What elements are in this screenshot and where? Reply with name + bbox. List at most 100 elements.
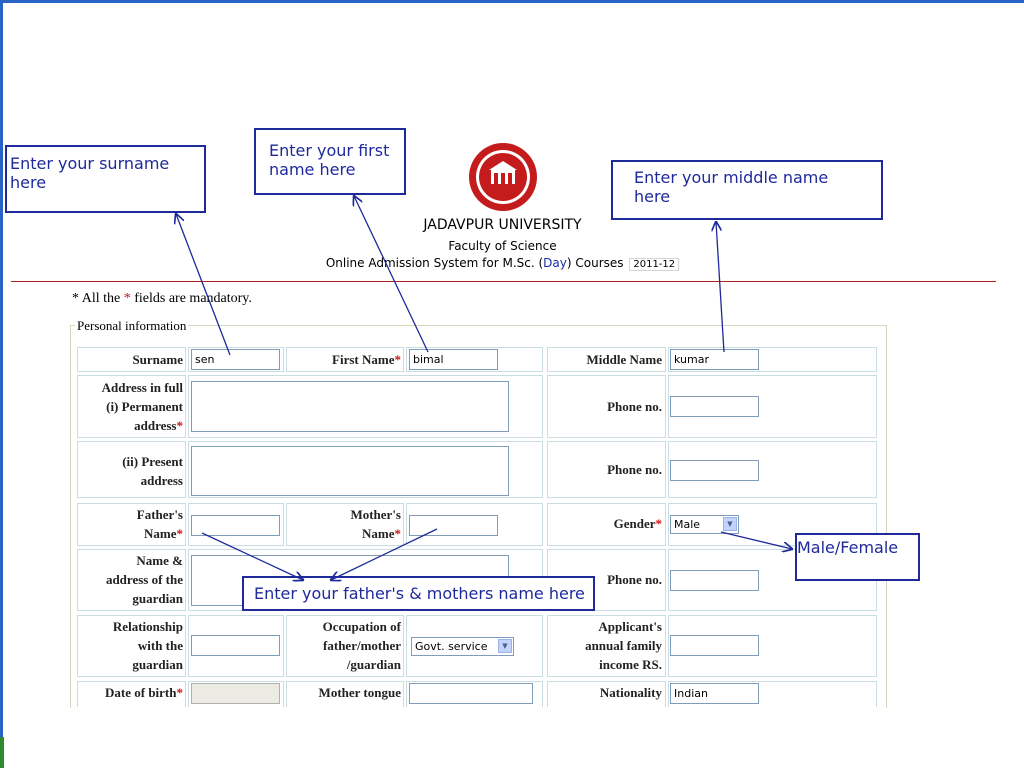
gender-select[interactable]: Male ▼: [670, 515, 739, 534]
phone-label-2: Phone no.: [607, 462, 662, 477]
nationality-label: Nationality: [599, 685, 662, 700]
surname-label: Surname: [132, 352, 183, 367]
present-address-label-cell: [77, 441, 186, 498]
relationship-label-line3: guardian: [132, 657, 183, 672]
permanent-address-label-line2: (i) Permanent: [106, 399, 183, 414]
father-name-required-star: *: [176, 526, 184, 541]
income-label-line2: annual family: [585, 638, 662, 653]
middle-name-callout: Enter your middle name here: [611, 160, 883, 220]
mother-tongue-label: Mother tongue: [318, 685, 401, 700]
first-name-label: First Name*: [289, 350, 401, 369]
gender-label-text: Gender: [613, 516, 656, 531]
mandatory-star: *: [123, 291, 131, 306]
dob-label-text: Date of birth: [105, 685, 177, 700]
relationship-label-line2: with the: [137, 638, 183, 653]
chevron-down-icon[interactable]: ▼: [723, 517, 737, 531]
dob-input[interactable]: [191, 683, 280, 704]
chevron-down-icon[interactable]: ▼: [498, 639, 512, 653]
father-name-label: Father's Name*: [80, 505, 183, 543]
mother-name-label-line1: Mother's: [350, 507, 401, 522]
phone-label-cell-2: [547, 441, 666, 498]
parents-name-callout: Enter your father's & mothers name here: [242, 576, 595, 611]
phone-label-1: Phone no.: [607, 399, 662, 414]
guardian-label-cell: [77, 549, 186, 611]
occupation-label: Occupation of father/mother /guardian: [289, 617, 401, 674]
first-name-callout: Enter your first name here: [254, 128, 406, 195]
income-label-cell: [547, 615, 666, 677]
nationality-input[interactable]: [670, 683, 759, 704]
phone-label-3: Phone no.: [607, 572, 662, 587]
system-title: Online Admission System for M.Sc. (Day) …: [250, 256, 755, 271]
gender-callout: Male/Female: [795, 533, 920, 581]
faculty-name: Faculty of Science: [448, 239, 557, 253]
income-input[interactable]: [670, 635, 759, 656]
guardian-label-line1: Name &: [136, 553, 183, 568]
income-label-line3: income RS.: [599, 657, 662, 672]
taskbar-fragment: [0, 737, 4, 768]
permanent-address-label-line1: Address in full: [101, 380, 183, 395]
guardian-label-line3: guardian: [132, 591, 183, 606]
present-address-label: (ii) Present address: [80, 452, 183, 490]
first-name-input[interactable]: [409, 349, 498, 370]
university-name: JADAVPUR UNIVERSITY: [423, 217, 582, 233]
present-address-label-line1: (ii) Present: [122, 454, 183, 469]
occupation-label-line3: /guardian: [346, 657, 401, 672]
permanent-address-label: Address in full (i) Permanent address*: [80, 378, 183, 435]
guardian-label: Name & address of the guardian: [80, 551, 183, 608]
middle-name-input[interactable]: [670, 349, 759, 370]
permanent-address-required-star: *: [176, 418, 184, 433]
gender-label-cell: [547, 503, 666, 546]
phone-label-cell-1: [547, 375, 666, 438]
guardian-phone-input[interactable]: [670, 570, 759, 591]
mother-tongue-label-cell: [286, 681, 404, 707]
dob-required-star: *: [176, 685, 184, 700]
middle-name-label-cell: [547, 347, 666, 372]
surname-input[interactable]: [191, 349, 280, 370]
father-name-label-cell: [77, 503, 186, 546]
nationality-label-cell: [547, 681, 666, 707]
university-seal-icon: [469, 143, 537, 211]
present-phone-input[interactable]: [670, 460, 759, 481]
gender-selected-value: Male: [674, 518, 701, 531]
present-address-label-line2: address: [140, 473, 183, 488]
mandatory-note: * All the * fields are mandatory.: [72, 291, 252, 307]
dob-label: Date of birth*: [80, 683, 183, 702]
header-divider: [11, 281, 996, 282]
relationship-label-cell: [77, 615, 186, 677]
system-title-prefix: Online Admission System for M.Sc. (: [325, 256, 544, 270]
mother-tongue-input[interactable]: [409, 683, 533, 704]
mother-name-required-star: *: [394, 526, 402, 541]
mother-name-input[interactable]: [409, 515, 498, 536]
father-name-label-line2: Name: [144, 526, 177, 541]
occupation-select[interactable]: Govt. service▼: [411, 637, 514, 656]
mandatory-note-suffix: fields are mandatory.: [130, 291, 252, 306]
surname-callout: Enter your surname here: [5, 145, 206, 213]
income-label: Applicant's annual family income RS.: [550, 617, 662, 674]
personal-info-legend: Personal information: [75, 318, 189, 334]
relationship-label-line1: Relationship: [112, 619, 183, 634]
gender-required-star: *: [655, 516, 663, 531]
occupation-label-line1: Occupation of: [322, 619, 401, 634]
session-year: 2011-12: [629, 258, 680, 271]
permanent-address-textarea[interactable]: [191, 381, 509, 432]
permanent-phone-input[interactable]: [670, 396, 759, 417]
surname-label-cell: [77, 347, 186, 372]
income-label-line1: Applicant's: [598, 619, 662, 634]
mother-name-label: Mother's Name*: [289, 505, 401, 543]
father-name-input[interactable]: [191, 515, 280, 536]
mother-name-label-line2: Name: [362, 526, 395, 541]
first-name-label-text: First Name: [332, 352, 395, 367]
permanent-address-label-line3: address: [134, 418, 177, 433]
system-title-suffix: ) Courses: [566, 256, 624, 270]
gender-label: Gender*: [550, 514, 662, 533]
permanent-address-label-cell: [77, 375, 186, 438]
father-name-label-line1: Father's: [136, 507, 183, 522]
window-left-border: [0, 0, 3, 768]
occupation-label-cell: [286, 615, 404, 677]
window-top-border: [0, 0, 1024, 3]
personal-info-fieldset: [70, 325, 887, 708]
present-address-textarea[interactable]: [191, 446, 509, 496]
occupation-label-line2: father/mother: [323, 638, 401, 653]
relationship-input[interactable]: [191, 635, 280, 656]
middle-name-label: Middle Name: [586, 352, 662, 367]
